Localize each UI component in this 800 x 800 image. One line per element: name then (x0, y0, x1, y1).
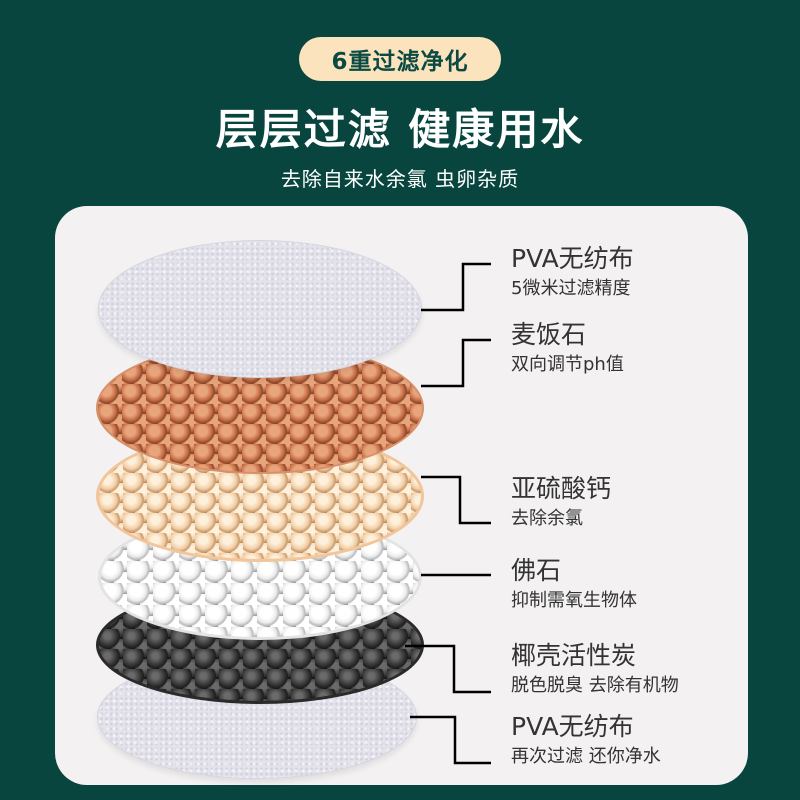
layer-desc: 5微米过滤精度 (511, 278, 631, 299)
layer-desc: 去除余氯 (511, 508, 583, 529)
layer-label-calcium-sulfite: 亚硫酸钙 去除余氯 (511, 474, 611, 531)
layer-title: 椰壳活性炭 (511, 641, 637, 670)
layer-disc-pva-top (98, 240, 422, 378)
layer-desc: 脱色脱臭 去除有机物 (511, 675, 679, 696)
page-subheadline: 去除自来水余氯 虫卵杂质 (280, 167, 520, 191)
layer-title: PVA无纺布 (511, 712, 634, 741)
badge-text: 6重过滤净化 (331, 49, 469, 75)
page-headline: 层层过滤 健康用水 (215, 105, 585, 154)
layer-desc: 双向调节ph值 (511, 354, 624, 375)
layer-desc: 再次过滤 还你净水 (511, 746, 661, 767)
layer-title: 麦饭石 (511, 320, 587, 349)
layer-label-pva-top: PVA无纺布 5微米过滤精度 (511, 244, 634, 301)
layer-title: PVA无纺布 (511, 244, 634, 273)
layer-label-pva-bottom: PVA无纺布 再次过滤 还你净水 (511, 712, 661, 769)
layer-label-coconut-carbon: 椰壳活性炭 脱色脱臭 去除有机物 (511, 641, 679, 698)
layer-title: 佛石 (511, 556, 562, 585)
layer-label-maifan: 麦饭石 双向调节ph值 (511, 320, 624, 377)
layer-desc: 抑制需氧生物体 (511, 590, 637, 611)
layer-title: 亚硫酸钙 (511, 474, 612, 503)
feature-badge: 6重过滤净化 (299, 37, 501, 81)
layer-label-zeolite: 佛石 抑制需氧生物体 (511, 556, 637, 613)
